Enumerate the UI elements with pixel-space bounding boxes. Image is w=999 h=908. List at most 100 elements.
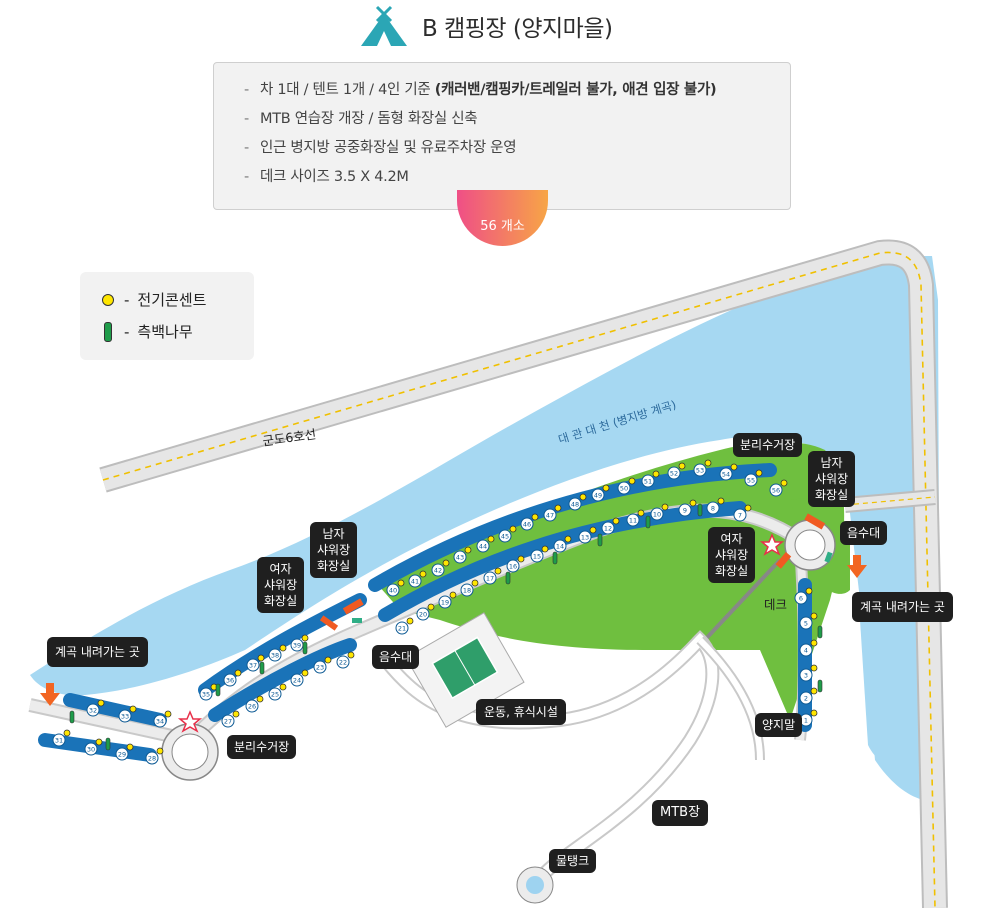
outlet-icon [487,535,495,543]
site-marker-28 [145,751,159,765]
site-marker-9 [678,503,692,517]
outlet-icon [406,617,414,625]
site-marker-36 [223,673,237,687]
site-number-38: 38 [271,652,279,660]
outlet-icon [689,499,697,507]
outlet-icon [324,656,332,664]
tree-icon [505,571,511,585]
outlet-icon [234,669,242,677]
outlet-icon [717,497,725,505]
site-number-26: 26 [248,703,256,711]
site-marker-47 [543,508,557,522]
site-number-48: 48 [571,501,579,509]
outlet-icon [301,669,309,677]
outlet-icon [589,526,597,534]
site-marker-8 [706,501,720,515]
site-number-30: 30 [87,746,95,754]
info-line-3: -인근 병지방 공중화장실 및 유료주차장 운영 [244,140,517,156]
site-number-15: 15 [533,553,541,561]
star-icon [759,533,785,556]
outlet-icon [810,687,818,695]
site-number-32: 32 [89,707,97,715]
label-yangjimal: 양지말 [755,713,803,737]
outlet-icon [810,612,818,620]
site-number-35: 35 [202,691,210,699]
site-marker-43 [453,550,467,564]
site-marker-56 [769,483,783,497]
outlet-icon [449,591,457,599]
site-marker-19 [438,595,452,609]
site-marker-18 [460,583,474,597]
site-number-11: 11 [629,517,637,525]
site-number-53: 53 [696,467,704,475]
tree-icon [597,533,603,547]
label-recycle-right: 분리수거장 [733,433,803,457]
label-deck: 데크 [764,597,788,612]
site-number-17: 17 [486,575,494,583]
arrow-down-icon [40,683,60,706]
site-number-22: 22 [339,659,347,667]
site-marker-50 [617,481,631,495]
site-number-37: 37 [249,662,257,670]
site-number-47: 47 [546,512,554,520]
tree-icon [69,710,75,724]
arrow-down-icon [847,555,867,578]
outlet-icon [256,695,264,703]
outlet-icon [602,484,610,492]
site-number-5: 5 [804,620,808,628]
site-marker-49 [591,488,605,502]
outlet-icon [232,710,240,718]
outlet-icon [541,545,549,553]
men-shower-left [342,598,364,615]
outlet-icon [97,699,105,707]
site-marker-15 [530,549,544,563]
site-marker-5 [799,616,813,630]
site-number-9: 9 [683,507,687,515]
site-number-4: 4 [804,647,808,655]
tree-icon [105,737,111,751]
site-marker-25 [268,687,282,701]
road-label: 군도6호선 [262,426,318,448]
site-marker-44 [476,539,490,553]
info-box: -차 1대 / 텐트 1개 / 4인 기준 (캐러밴/캠핑카/트레일러 불가, … [213,62,791,210]
site-number-3: 3 [804,672,808,680]
outlet-icon [164,710,172,718]
outlet-icon [397,579,405,587]
label-valley-right: 계곡 내려가는 곳 [852,592,953,622]
tree-icon [104,321,112,342]
outlet-icon [347,651,355,659]
site-marker-14 [553,539,567,553]
label-valley-left: 계곡 내려가는 곳 [47,637,148,667]
site-number-40: 40 [389,587,397,595]
site-marker-38 [268,648,282,662]
site-number-46: 46 [523,521,531,529]
site-marker-10 [650,507,664,521]
site-number-12: 12 [604,525,612,533]
tent-icon [361,5,407,46]
site-marker-23 [313,660,327,674]
site-marker-30 [84,742,98,756]
outlet-icon [95,738,103,746]
women-shower-right [775,551,792,569]
outlet-icon [442,559,450,567]
page-header: B 캠핑장 (양지마을) [358,4,613,48]
site-number-41: 41 [411,578,419,586]
label-sports: 운동, 휴식시설 [476,699,566,725]
outlet-icon [554,504,562,512]
site-number-29: 29 [118,751,126,759]
tree-icon [302,641,308,655]
outlet-icon [471,579,479,587]
site-marker-2 [799,691,813,705]
outlet-icon [464,546,472,554]
site-marker-26 [245,699,259,713]
outlet-icon [279,683,287,691]
tree-icon [215,683,221,697]
site-marker-41 [408,574,422,588]
site-marker-37 [246,658,260,672]
site-number-27: 27 [224,718,232,726]
site-number-44: 44 [479,543,487,551]
